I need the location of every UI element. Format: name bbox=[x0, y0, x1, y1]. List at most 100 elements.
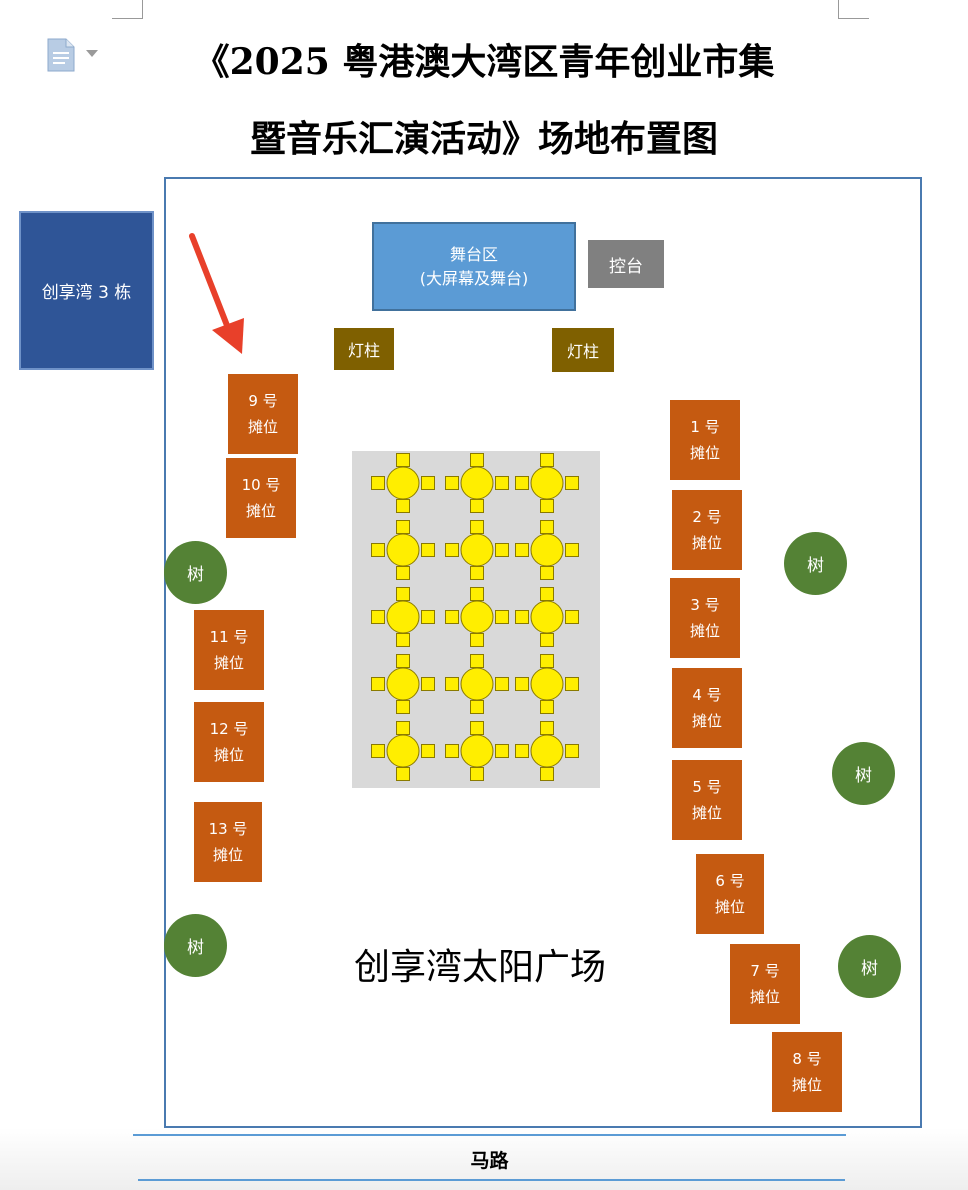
tree-right-upper: 树 bbox=[784, 532, 847, 595]
stall-number: 3 号 bbox=[690, 596, 720, 614]
chair bbox=[540, 721, 554, 735]
round-table bbox=[386, 466, 420, 500]
stall-label: 摊位 bbox=[691, 534, 722, 552]
round-table bbox=[386, 667, 420, 701]
document-menu[interactable] bbox=[46, 38, 102, 72]
chevron-down-icon bbox=[86, 50, 98, 57]
page-corner-mark-right bbox=[838, 0, 869, 19]
stall-9: 9 号 摊位 bbox=[228, 374, 298, 454]
round-table bbox=[530, 667, 564, 701]
stall-number: 9 号 bbox=[248, 392, 278, 410]
chair bbox=[445, 744, 459, 758]
chair bbox=[470, 767, 484, 781]
light-pillar-left: 灯柱 bbox=[334, 328, 394, 370]
chair bbox=[565, 476, 579, 490]
plaza-boundary bbox=[164, 177, 922, 1128]
stall-label: 摊位 bbox=[245, 502, 276, 520]
chair bbox=[445, 610, 459, 624]
round-table bbox=[386, 533, 420, 567]
round-table bbox=[460, 734, 494, 768]
table-set bbox=[515, 453, 579, 513]
chair bbox=[421, 543, 435, 557]
stall-number: 6 号 bbox=[715, 872, 745, 890]
chair bbox=[445, 543, 459, 557]
chair bbox=[565, 744, 579, 758]
tree-label: 树 bbox=[807, 556, 824, 576]
chair bbox=[540, 566, 554, 580]
stall-6: 6 号 摊位 bbox=[696, 854, 764, 934]
tree-right-lower: 树 bbox=[838, 935, 901, 998]
stall-number: 12 号 bbox=[209, 720, 249, 738]
chair bbox=[470, 721, 484, 735]
chair bbox=[515, 543, 529, 557]
table-set bbox=[371, 587, 435, 647]
chair bbox=[470, 520, 484, 534]
chair bbox=[540, 453, 554, 467]
chair bbox=[396, 453, 410, 467]
stall-label: 摊位 bbox=[213, 746, 244, 764]
chair bbox=[396, 633, 410, 647]
chair bbox=[565, 677, 579, 691]
round-table bbox=[386, 734, 420, 768]
chair bbox=[540, 654, 554, 668]
chair bbox=[421, 476, 435, 490]
chair bbox=[495, 476, 509, 490]
stage-sublabel: (大屏幕及舞台) bbox=[419, 268, 529, 288]
table-set bbox=[515, 520, 579, 580]
page-title-line-1: 《2025 粤港澳大湾区青年创业市集 bbox=[193, 41, 775, 83]
table-set bbox=[371, 721, 435, 781]
tree-label: 树 bbox=[187, 565, 204, 585]
chair bbox=[540, 520, 554, 534]
tree-left-lower: 树 bbox=[164, 914, 227, 977]
chair bbox=[396, 587, 410, 601]
chair bbox=[371, 476, 385, 490]
chair bbox=[540, 767, 554, 781]
table-set bbox=[515, 587, 579, 647]
stall-label: 摊位 bbox=[691, 712, 722, 730]
chair bbox=[396, 520, 410, 534]
stall-1: 1 号 摊位 bbox=[670, 400, 740, 480]
chair bbox=[470, 499, 484, 513]
chair bbox=[396, 721, 410, 735]
stall-2: 2 号 摊位 bbox=[672, 490, 742, 570]
chair bbox=[371, 610, 385, 624]
chair bbox=[445, 476, 459, 490]
stall-number: 13 号 bbox=[208, 820, 248, 838]
stall-number: 4 号 bbox=[692, 686, 722, 704]
table-set bbox=[515, 721, 579, 781]
stage-area: 舞台区 (大屏幕及舞台) bbox=[372, 222, 576, 311]
chair bbox=[470, 700, 484, 714]
stall-label: 摊位 bbox=[212, 846, 243, 864]
stall-number: 7 号 bbox=[750, 962, 780, 980]
chair bbox=[515, 744, 529, 758]
chair bbox=[495, 677, 509, 691]
tree-label: 树 bbox=[855, 766, 872, 786]
page-corner-mark-left bbox=[112, 0, 143, 19]
round-table bbox=[460, 466, 494, 500]
chair bbox=[371, 744, 385, 758]
table-set bbox=[371, 520, 435, 580]
table-set bbox=[445, 453, 509, 513]
stall-label: 摊位 bbox=[691, 804, 722, 822]
chair bbox=[495, 744, 509, 758]
building-block: 创享湾 3 栋 bbox=[19, 211, 154, 370]
chair bbox=[396, 566, 410, 580]
stall-number: 2 号 bbox=[692, 508, 722, 526]
table-set bbox=[371, 453, 435, 513]
stall-12: 12 号 摊位 bbox=[194, 702, 264, 782]
stall-10: 10 号 摊位 bbox=[226, 458, 296, 538]
road-line-top bbox=[133, 1134, 846, 1136]
stall-label: 摊位 bbox=[749, 988, 780, 1006]
chair bbox=[396, 654, 410, 668]
stall-5: 5 号 摊位 bbox=[672, 760, 742, 840]
stall-number: 1 号 bbox=[690, 418, 720, 436]
stall-label: 摊位 bbox=[714, 898, 745, 916]
stall-label: 摊位 bbox=[213, 654, 244, 672]
chair bbox=[421, 610, 435, 624]
chair bbox=[540, 499, 554, 513]
seating-area bbox=[352, 451, 600, 788]
stall-13: 13 号 摊位 bbox=[194, 802, 262, 882]
chair bbox=[470, 453, 484, 467]
chair bbox=[515, 476, 529, 490]
tree-label: 树 bbox=[861, 959, 878, 979]
